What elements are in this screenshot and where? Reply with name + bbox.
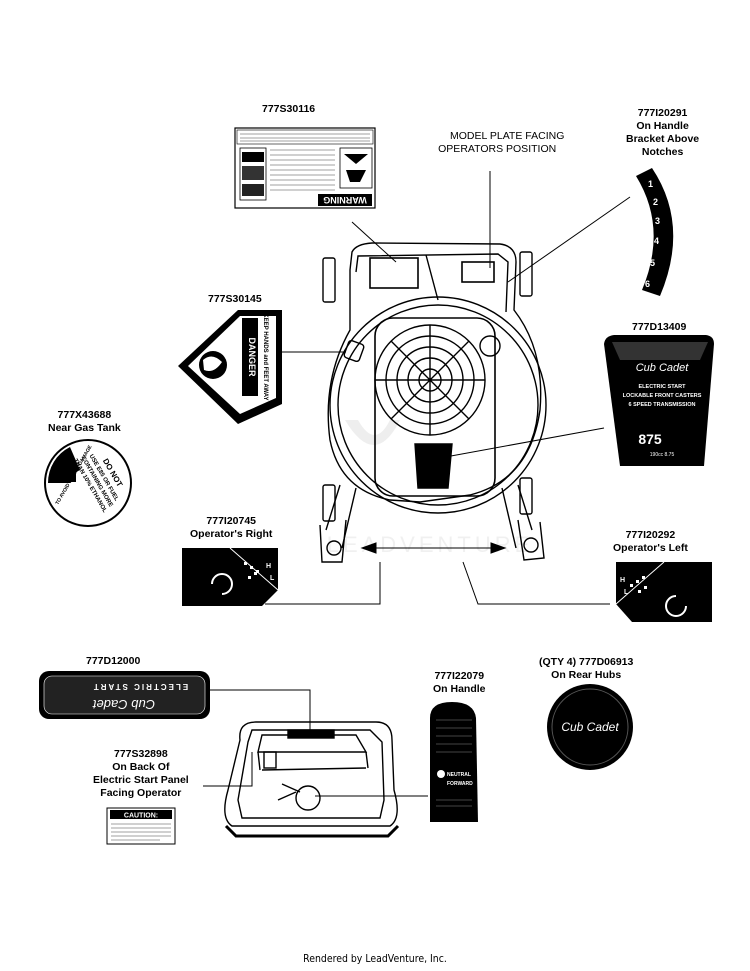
label-model-plate: MODEL PLATE FACING OPERATORS POSITION: [430, 130, 564, 156]
label-line: Electric Start Panel: [93, 774, 189, 786]
label-line: MODEL PLATE FACING: [450, 130, 565, 142]
svg-text:2: 2: [653, 197, 658, 207]
svg-text:CAUTION:: CAUTION:: [124, 813, 158, 820]
label-777D12000: 777D12000: [86, 655, 140, 668]
decal-777S32898: CAUTION:: [106, 807, 176, 845]
part-number: 777D12000: [86, 655, 141, 667]
label-line: On Handle: [636, 120, 689, 132]
svg-text:5: 5: [650, 258, 655, 268]
svg-text:Cub Cadet: Cub Cadet: [636, 362, 690, 374]
label-line: Facing Operator: [100, 787, 182, 799]
label-777I20745: 777I20745 Operator's Right: [190, 515, 272, 541]
mower-top-view: [319, 242, 547, 563]
decal-777I20291: 1 2 3 4 5 6: [636, 168, 674, 296]
label-line: Near Gas Tank: [48, 422, 121, 434]
svg-text:Cub Cadet: Cub Cadet: [92, 697, 156, 712]
svg-text:ELECTRIC START: ELECTRIC START: [92, 682, 188, 691]
svg-text:L: L: [624, 589, 629, 596]
part-number: 777S30116: [262, 103, 316, 115]
svg-text:L: L: [270, 575, 275, 582]
svg-text:4: 4: [654, 236, 659, 246]
svg-text:1: 1: [648, 179, 653, 189]
svg-text:ELECTRIC START: ELECTRIC START: [639, 384, 687, 390]
label-777I22079: 777I22079 On Handle: [433, 670, 486, 696]
label-777D06913: (QTY 4) 777D06913 On Rear Hubs: [539, 656, 633, 682]
svg-text:FORWARD: FORWARD: [447, 781, 473, 787]
svg-text:WARNING: WARNING: [323, 195, 367, 205]
svg-text:875: 875: [638, 431, 662, 447]
decal-777S30145: DANGER KEEP HANDS and FEET AWAY: [178, 310, 282, 424]
decal-777D06913: Cub Cadet: [547, 684, 633, 770]
label-777S30116: 777S30116: [262, 103, 315, 116]
label-line: On Rear Hubs: [551, 669, 622, 681]
leader-lines: [203, 171, 631, 797]
svg-text:6: 6: [645, 279, 650, 289]
decal-777D12000: ELECTRIC START Cub Cadet: [39, 671, 210, 719]
svg-text:H: H: [620, 577, 625, 584]
handle-drawing: [224, 721, 400, 838]
decal-777I20292: H L: [615, 561, 712, 622]
decal-777S30116: WARNING: [234, 127, 376, 209]
part-number: 777S30145: [208, 293, 262, 305]
svg-text:LEADVENTURE: LEADVENTURE: [327, 532, 534, 557]
label-line: On Handle: [433, 683, 486, 695]
footer-credit: Rendered by LeadVenture, Inc.: [303, 952, 447, 965]
label-line: On Back Of: [112, 761, 170, 773]
label-line: Operator's Right: [190, 528, 273, 540]
label-line: Operator's Left: [613, 542, 688, 554]
decal-777X43688: TO AVOID ENGINE DAMAGE DO NOT USE E85 OR…: [44, 439, 132, 527]
part-number: 777X43688: [57, 409, 112, 421]
svg-text:3: 3: [655, 216, 660, 226]
label-line: Bracket Above: [626, 133, 700, 145]
label-line: OPERATORS POSITION: [438, 143, 557, 155]
svg-text:DANGER: DANGER: [247, 337, 257, 377]
label-777S30145: 777S30145: [208, 293, 262, 306]
part-number: (QTY 4) 777D06913: [539, 656, 634, 668]
label-777D13409: 777D13409: [632, 321, 686, 334]
decal-777I22079: NEUTRAL FORWARD: [430, 702, 478, 822]
part-number: 777S32898: [113, 748, 168, 760]
part-number: 777D13409: [632, 321, 687, 333]
label-777X43688: 777X43688 Near Gas Tank: [48, 409, 121, 435]
svg-text:KEEP HANDS and FEET AWAY: KEEP HANDS and FEET AWAY: [262, 313, 268, 400]
svg-text:190cc 8.75: 190cc 8.75: [650, 452, 675, 458]
svg-text:H: H: [266, 563, 271, 570]
part-number: 777I20291: [637, 107, 688, 119]
label-777I20292: 777I20292 Operator's Left: [613, 529, 688, 555]
label-line: Notches: [641, 146, 684, 158]
decal-777I20745: H L: [182, 547, 279, 606]
part-number: 777I20745: [206, 515, 257, 527]
svg-text:6 SPEED TRANSMISSION: 6 SPEED TRANSMISSION: [629, 402, 696, 408]
label-777S32898: 777S32898 On Back Of Electric Start Pane…: [93, 748, 189, 800]
part-number: 777I20292: [625, 529, 676, 541]
svg-text:Cub Cadet: Cub Cadet: [561, 720, 619, 734]
decal-777D13409: Cub Cadet ELECTRIC START LOCKABLE FRONT …: [604, 335, 714, 466]
svg-text:LOCKABLE FRONT CASTERS: LOCKABLE FRONT CASTERS: [623, 393, 702, 399]
label-777I20291: 777I20291 On Handle Bracket Above Notche…: [626, 107, 699, 159]
svg-text:NEUTRAL: NEUTRAL: [447, 772, 471, 778]
part-number: 777I22079: [434, 670, 485, 682]
